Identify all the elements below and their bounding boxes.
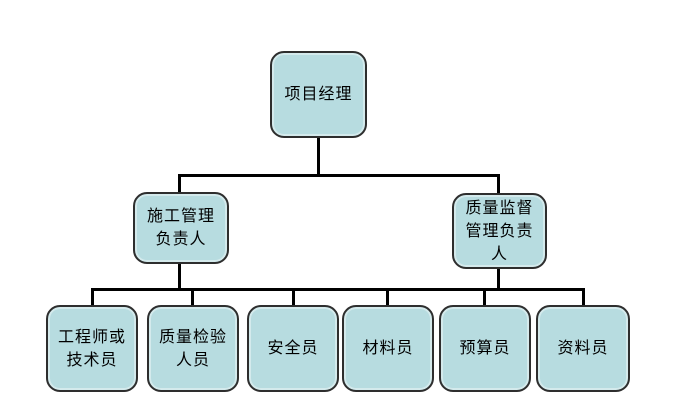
org-node-safety-officer: 安全员 — [247, 305, 339, 392]
connector-line — [178, 174, 500, 177]
connector-line — [386, 288, 389, 307]
connector-line — [582, 288, 585, 307]
org-node-label: 安全员 — [267, 340, 319, 357]
connector-line — [91, 288, 585, 291]
connector-line — [178, 174, 181, 194]
org-node-quality-inspection-staff: 质量检验 人员 — [147, 305, 239, 392]
connector-line — [497, 267, 500, 290]
connector-line — [91, 288, 94, 307]
connector-line — [292, 288, 295, 307]
org-node-label: 预算员 — [459, 340, 511, 357]
connector-line — [497, 174, 500, 195]
org-node-construction-management-lead: 施工管理 负责人 — [133, 192, 229, 264]
org-node-label: 工程师或 技术员 — [57, 328, 126, 369]
org-node-label: 材料员 — [362, 340, 414, 357]
org-node-label: 质量检验 人员 — [158, 328, 227, 369]
org-node-label: 施工管理 负责人 — [146, 208, 215, 248]
connector-line — [483, 288, 486, 307]
connector-line — [317, 137, 320, 176]
connector-line — [191, 288, 194, 307]
connector-line — [178, 262, 181, 290]
org-node-label: 资料员 — [557, 340, 609, 357]
org-node-material-officer: 材料员 — [342, 305, 434, 392]
org-node-quality-supervision-lead: 质量监督 管理负责 人 — [452, 193, 547, 269]
org-node-label: 质量监督 管理负责 人 — [465, 199, 534, 263]
org-node-label: 项目经理 — [284, 86, 353, 103]
org-node-engineer-or-technician: 工程师或 技术员 — [46, 305, 138, 392]
org-node-document-officer: 资料员 — [536, 305, 630, 392]
org-node-project-manager: 项目经理 — [270, 51, 367, 138]
org-node-budget-officer: 预算员 — [439, 305, 531, 392]
